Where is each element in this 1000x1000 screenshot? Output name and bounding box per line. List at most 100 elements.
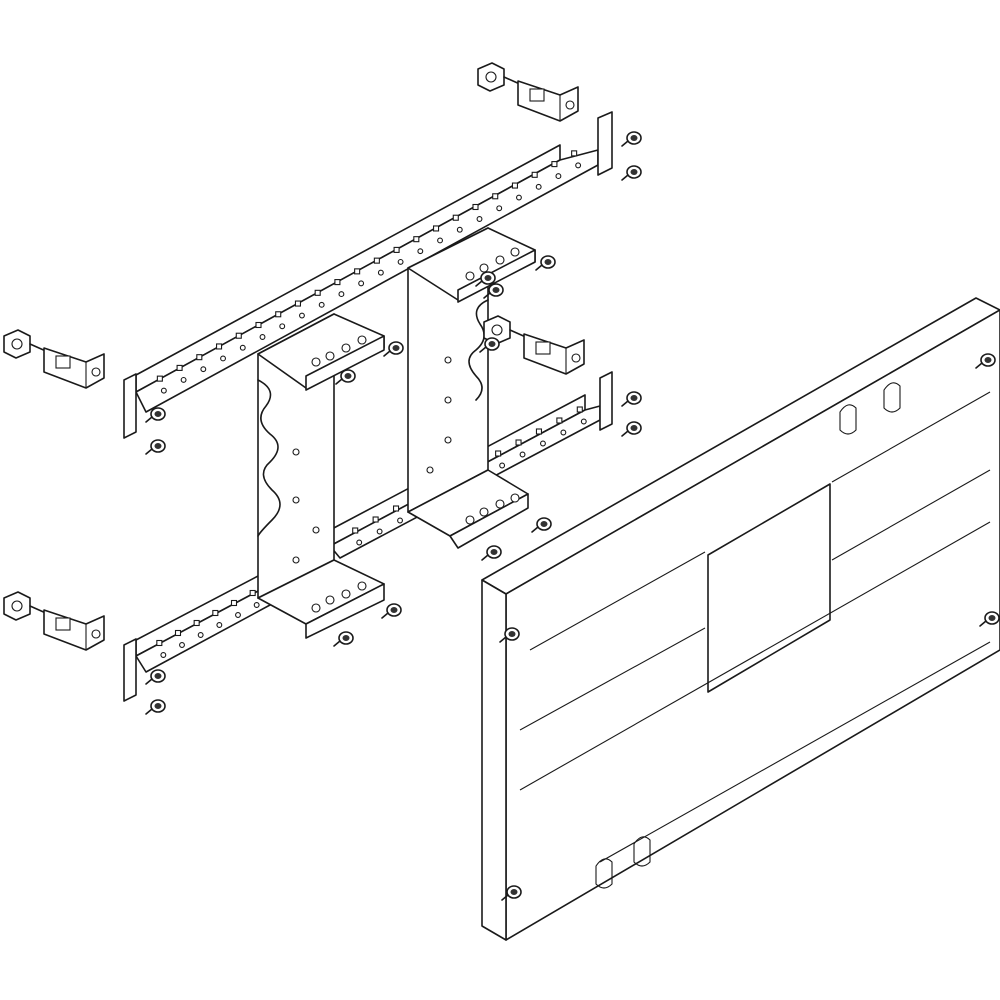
- screw: [621, 165, 642, 181]
- rail-slot: [294, 300, 302, 307]
- screw: [621, 421, 642, 437]
- rail-hole: [397, 517, 403, 524]
- rail-slot: [393, 246, 400, 253]
- knockout-lower: [595, 836, 651, 889]
- rail-hole: [253, 602, 260, 608]
- rail-hole: [555, 173, 562, 180]
- screw: [501, 885, 522, 901]
- bracket-hole: [495, 255, 505, 265]
- rail-slot: [196, 354, 203, 361]
- window-cutout: [707, 483, 831, 693]
- rail-hole: [476, 216, 483, 222]
- rail-slot: [235, 332, 242, 339]
- rail-hole: [437, 237, 443, 244]
- clamp-left-lower: [3, 591, 105, 651]
- bracket-hole: [479, 507, 489, 517]
- screw: [621, 391, 642, 407]
- screw: [145, 439, 166, 455]
- bracket-hole: [357, 335, 367, 345]
- rail-hole: [580, 418, 587, 425]
- knockout-upper: [839, 382, 901, 435]
- rail-hole: [235, 612, 241, 618]
- screw: [145, 407, 166, 423]
- rail-slot: [176, 364, 183, 371]
- bracket-hole: [292, 556, 300, 564]
- rail-slot: [551, 161, 558, 168]
- bracket-hole: [325, 351, 335, 361]
- rail-hole: [516, 194, 522, 201]
- bracket-hole: [444, 356, 452, 364]
- rail-hole: [239, 344, 246, 351]
- bracket-hole: [510, 493, 520, 503]
- screw: [483, 283, 504, 299]
- rail-hole: [456, 226, 463, 233]
- screw: [499, 627, 520, 643]
- bracket-left: [257, 313, 385, 639]
- bracket-hole: [311, 603, 321, 613]
- rail-slot: [531, 171, 538, 178]
- rail-hole: [575, 162, 582, 169]
- rail-hole: [338, 291, 345, 298]
- rail-slot: [495, 450, 502, 457]
- clamp-middle-right: [483, 315, 585, 375]
- rail-slot: [576, 406, 583, 413]
- rail-hole: [279, 323, 286, 330]
- rail-hole: [499, 462, 506, 469]
- rail-slot: [511, 182, 519, 189]
- bracket-hole: [292, 448, 300, 456]
- bracket-hole: [444, 396, 452, 404]
- bracket-hole: [325, 595, 335, 605]
- rail-hole: [377, 269, 384, 276]
- rail-hole: [376, 528, 383, 535]
- rail-hole: [259, 334, 266, 340]
- rail-slot: [275, 311, 282, 318]
- rail-hole: [216, 622, 223, 628]
- rail-hole: [179, 642, 185, 648]
- rail-slot: [452, 214, 459, 221]
- bracket-hole: [312, 526, 320, 534]
- screw: [979, 611, 1000, 627]
- bracket-hole: [479, 263, 489, 273]
- rail-hole: [160, 387, 167, 394]
- bracket-right: [407, 227, 536, 549]
- bracket-hole: [292, 496, 300, 504]
- screw: [975, 353, 996, 369]
- rail-hole: [356, 539, 363, 546]
- rail-slot: [556, 417, 563, 424]
- screw: [335, 369, 356, 385]
- rail-slot: [535, 428, 543, 435]
- bracket-hole: [426, 466, 434, 474]
- screw: [535, 255, 556, 271]
- rail-slot: [174, 629, 182, 637]
- rail-slot: [413, 236, 420, 243]
- rail-slot: [354, 268, 361, 275]
- screw: [145, 699, 166, 715]
- rail-hole: [180, 376, 187, 383]
- bracket-hole: [465, 515, 475, 525]
- bracket-hole: [311, 357, 321, 367]
- rail-slot: [352, 527, 359, 534]
- rail-slot: [314, 289, 321, 296]
- rail-hole: [318, 301, 325, 308]
- bracket-hole: [341, 343, 351, 353]
- rail-hole: [299, 312, 305, 319]
- rail-slot: [249, 589, 256, 597]
- bracket-hole: [444, 436, 452, 444]
- rail-top: [123, 111, 613, 439]
- screw: [479, 337, 500, 353]
- rail-hole: [358, 280, 365, 287]
- rail-hole: [197, 632, 204, 638]
- rail-slot: [571, 150, 578, 157]
- clamp-left-upper: [3, 329, 105, 389]
- rail-slot: [372, 516, 379, 523]
- rail-slot: [215, 343, 223, 350]
- rail-slot: [492, 193, 499, 200]
- rail-hole: [220, 355, 226, 362]
- rail-hole: [397, 258, 404, 265]
- rail-hole: [417, 248, 424, 255]
- screw: [475, 271, 496, 287]
- rail-hole: [496, 205, 503, 212]
- front-cover-panel: [481, 297, 1000, 941]
- rail-hole: [560, 429, 567, 436]
